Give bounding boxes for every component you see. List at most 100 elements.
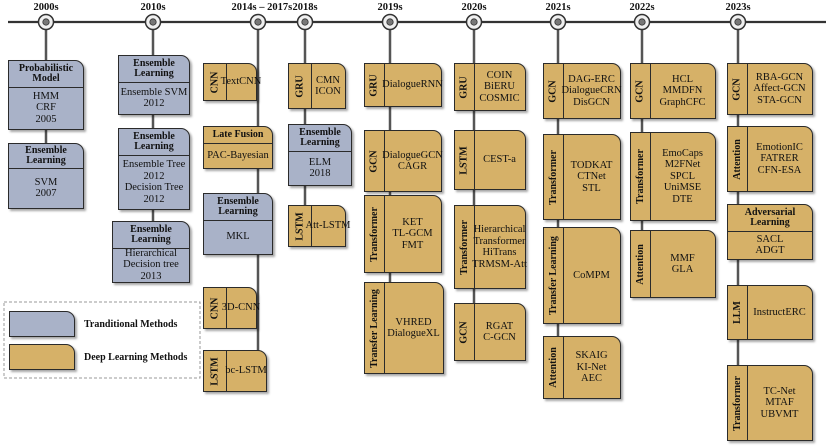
method-category-label: GCN [732, 77, 744, 101]
method-name: KI-Net [576, 361, 607, 373]
method-name: TRMSM-Att [472, 258, 527, 270]
method-category-label: LSTM [459, 145, 470, 175]
method-name: 2013 [140, 270, 162, 282]
method-name: Hierarchical [473, 224, 526, 235]
method-name: EmoCaps [662, 147, 703, 159]
method-category-tab: Transformer [455, 206, 475, 288]
method-category-tab: GRU [455, 64, 475, 110]
method-name: 2012 [143, 98, 165, 109]
method-name: EmotionIC [756, 141, 803, 153]
method-category-label: GCN [459, 320, 471, 344]
method-category-label: GRU [294, 74, 306, 98]
method-list: CEST-a [474, 131, 525, 189]
method-name: GraphCFC [659, 96, 706, 108]
year-marker-dot [470, 18, 478, 26]
method-name: TL-GCM [392, 228, 433, 240]
method-category-tab: Transfer Learning [365, 283, 385, 373]
method-list: PAC-Bayesian [204, 143, 272, 168]
method-category-tab: GCN [631, 64, 651, 118]
method-name: CoMPM [573, 269, 610, 281]
method-category-tab: Attention [544, 337, 564, 398]
year-marker-dot [638, 18, 646, 26]
method-category-tab: CNN [204, 64, 227, 100]
method-category-label: Transformer [548, 149, 560, 205]
method-name: Ensemble SVM [120, 86, 188, 98]
method-name: 3D-CNN [221, 302, 261, 314]
method-category-label: Learning [750, 217, 790, 228]
method-name: GLA [671, 264, 694, 275]
method-category-label: GCN [369, 149, 381, 173]
method-name: VHRED [395, 316, 432, 328]
method-category-label: Transfer Learning [369, 288, 381, 368]
method-name: bc-LSTM [225, 365, 267, 377]
method-name: TextCNN [220, 76, 262, 88]
method-name: RBA-GCN [755, 71, 804, 83]
method-category-tab: LSTM [204, 351, 227, 391]
method-name: CFN-ESA [757, 164, 802, 176]
method-category-label: GCN [548, 79, 560, 103]
method-category-tab: CNN [204, 288, 227, 328]
year-label: 2010s [140, 2, 166, 13]
method-name: Decision tree [123, 259, 179, 271]
deep-learning-method-box: LSTM bc-LSTM [203, 350, 267, 392]
method-category-label: Model [32, 73, 60, 84]
method-category-tab: GCN [544, 64, 564, 118]
method-list: DialogueRNN [382, 64, 443, 106]
method-category-tab: Attention [631, 231, 651, 297]
method-name: AEC [581, 373, 602, 385]
method-category-tab: GRU [289, 64, 312, 108]
method-category-label: Transfer Learning [548, 236, 560, 315]
year-marker-dot [301, 18, 309, 26]
deep-learning-method-box: LSTM CEST-a [454, 130, 526, 190]
method-category-label: Ensemble [299, 126, 341, 138]
method-name: ICON [315, 86, 341, 97]
method-name: HCL [672, 73, 693, 85]
method-category-label: Ensemble [217, 195, 259, 207]
method-list: TextCNN [221, 64, 262, 100]
method-name: 2005 [35, 113, 57, 125]
method-name: Hierarchical [125, 247, 177, 259]
method-list: CoMPM [563, 228, 620, 323]
method-name: DAG-ERC [568, 73, 615, 85]
method-name: ADGT [755, 245, 785, 256]
method-category-label: LSTM [209, 356, 221, 386]
method-category-label: Ensemble [130, 223, 172, 235]
method-category-tab: LSTM [455, 131, 475, 189]
method-name: CAGR [397, 161, 428, 172]
method-name: Ensemble Tree [122, 159, 186, 170]
method-name: CTNet [577, 171, 606, 183]
method-category-label: GCN [635, 79, 647, 103]
method-name: STA-GCN [757, 94, 802, 106]
method-category-label: Learning [131, 234, 171, 245]
method-category-label: Ensemble [133, 130, 175, 142]
method-category-label: Learning [218, 206, 258, 217]
method-category-label: Adversarial [744, 206, 796, 218]
method-name: CEST-a [483, 154, 516, 166]
method-category-tab: GCN [728, 64, 748, 114]
